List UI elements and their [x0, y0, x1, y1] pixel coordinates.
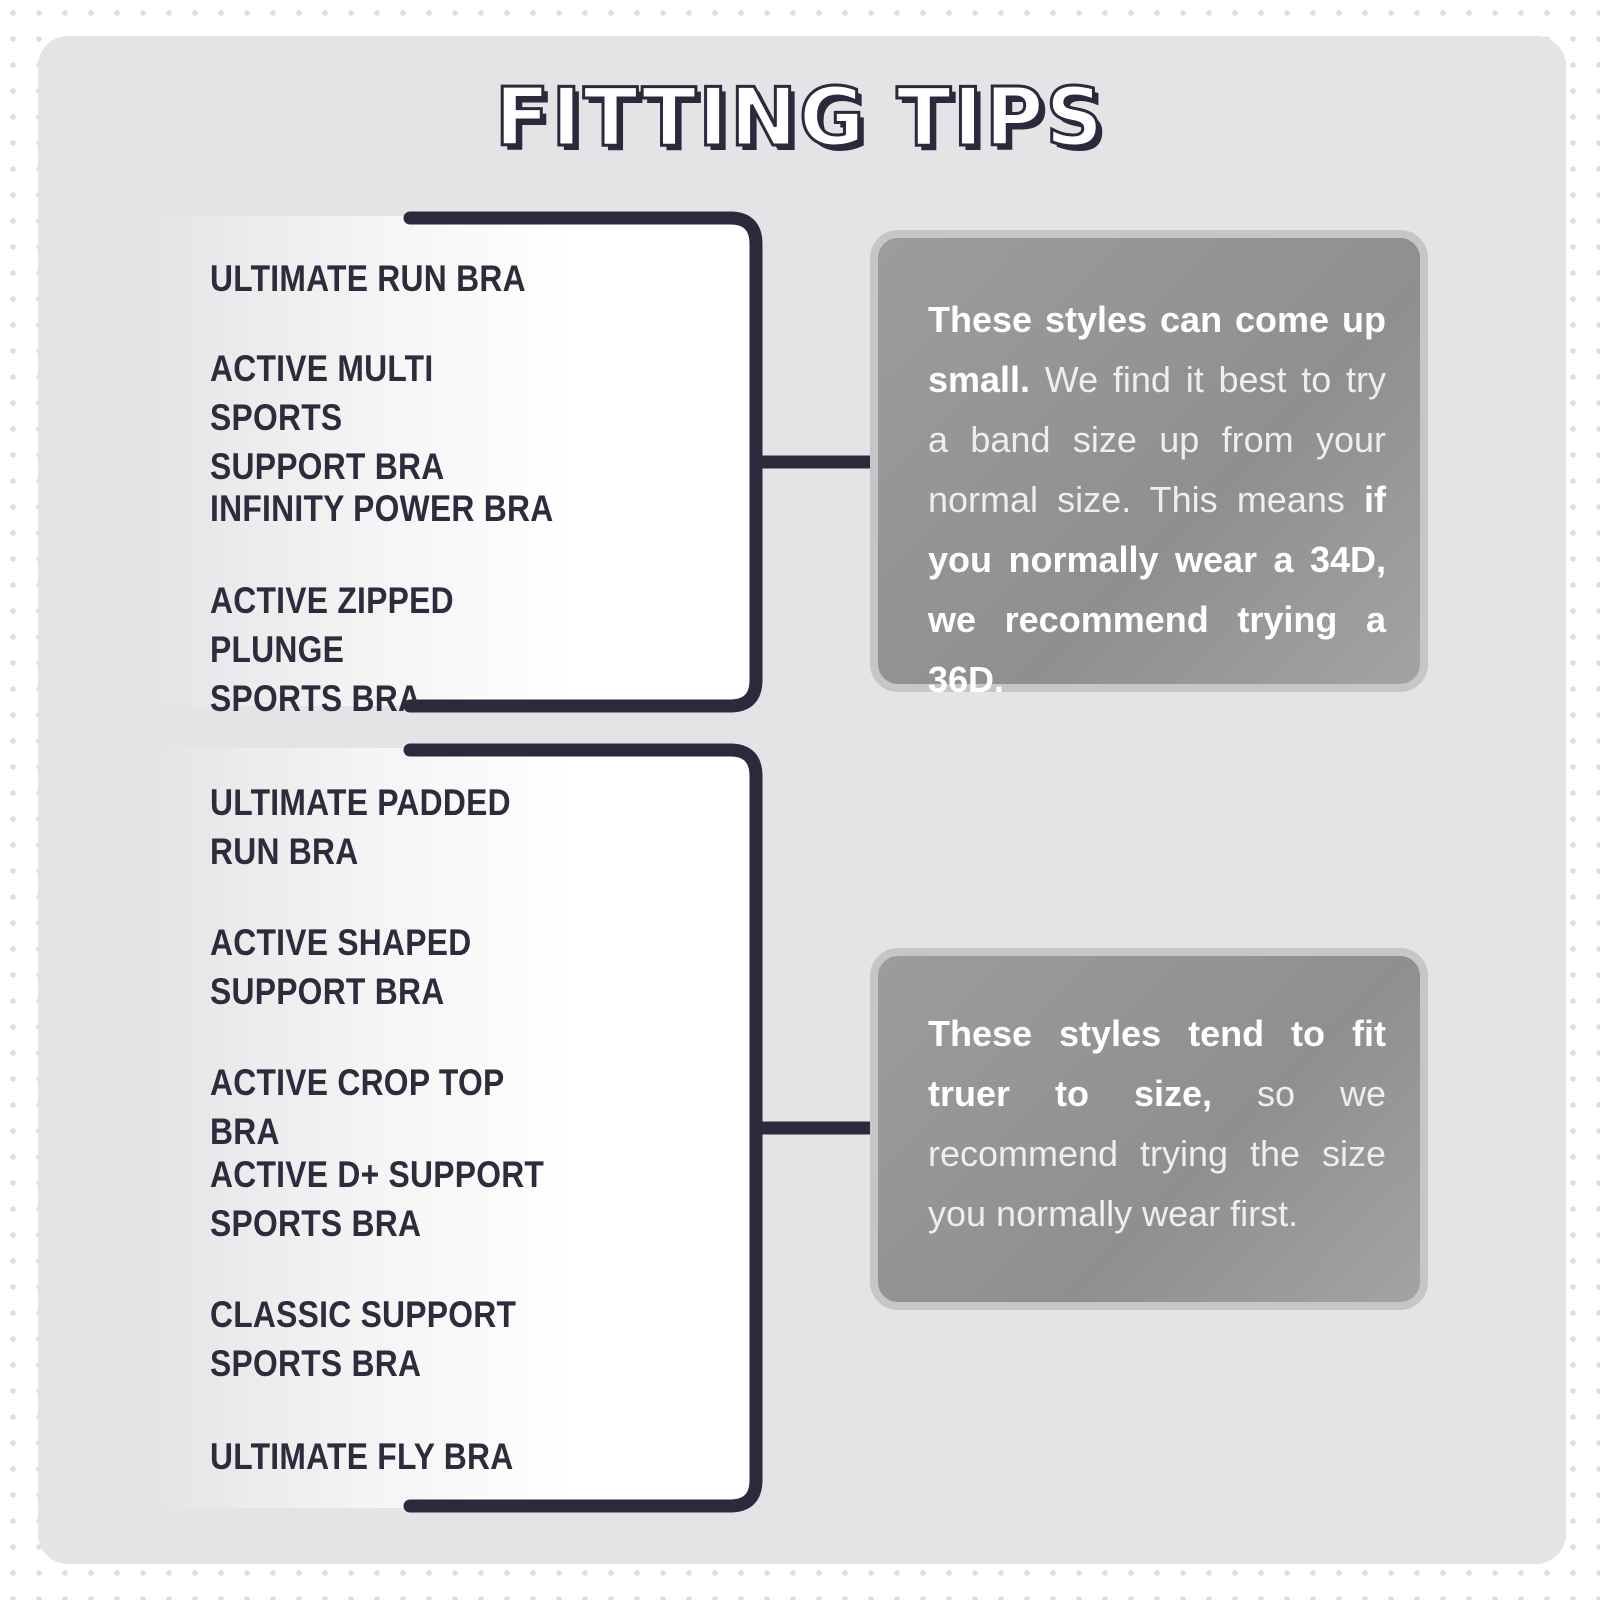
list-item: INFINITY POWER BRA [210, 488, 554, 529]
tip-bold: These styles tend to fit truer to size, [928, 1013, 1386, 1114]
tip-box-small: These styles can come up small. We find … [870, 230, 1428, 700]
group-1-panel [150, 216, 756, 706]
list-item: ULTIMATE PADDED RUN BRA [210, 782, 511, 872]
tip-text: These styles tend to fit truer to size, … [928, 1004, 1386, 1244]
list-item: ACTIVE CROP TOP BRA [210, 1062, 504, 1152]
group-2-panel [150, 748, 756, 1508]
page-title: FITTING TIPS [493, 71, 1106, 164]
tip-regular: We find it best to try a band size up fr… [928, 359, 1386, 520]
list-item: ACTIVE SHAPED SUPPORT BRA [210, 922, 472, 1012]
tip-bold: These styles can come up small. [928, 299, 1386, 400]
list-item: CLASSIC SUPPORT SPORTS BRA [210, 1294, 517, 1384]
list-item: ACTIVE MULTI SPORTS SUPPORT BRA [210, 348, 445, 487]
list-item: ULTIMATE RUN BRA [210, 258, 526, 299]
tip-bold: if you normally wear a 34D, we recommend… [928, 479, 1386, 700]
tip-regular: so we recommend trying the size you norm… [928, 1073, 1386, 1234]
list-item: ACTIVE D+ SUPPORT SPORTS BRA [210, 1154, 545, 1244]
tip-text: These styles can come up small. We find … [928, 290, 1386, 710]
list-item: ACTIVE ZIPPED PLUNGE SPORTS BRA [210, 580, 454, 719]
list-item: ULTIMATE FLY BRA [210, 1436, 514, 1477]
tip-box-true-to-size: These styles tend to fit truer to size, … [870, 948, 1428, 1310]
